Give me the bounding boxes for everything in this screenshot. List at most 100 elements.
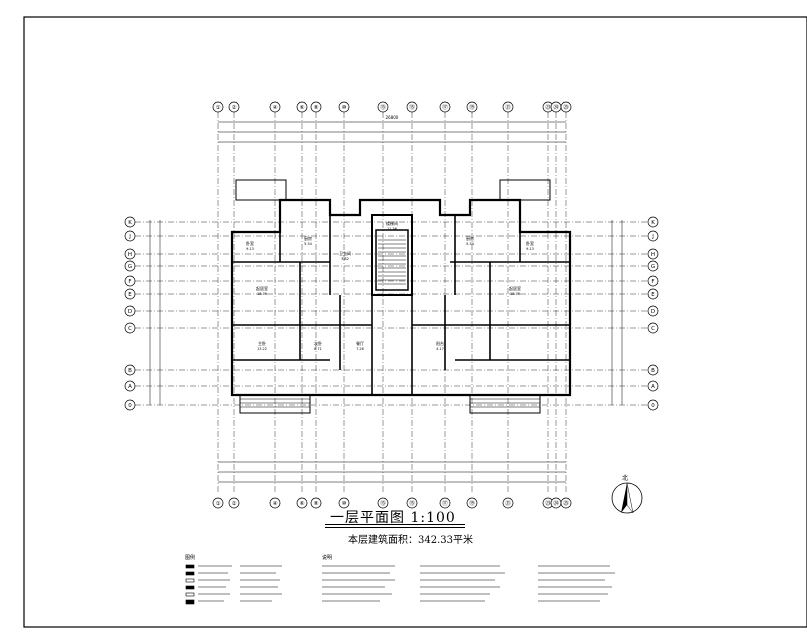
grid-bubble: ② <box>228 497 240 509</box>
grid-bubble: F <box>124 275 136 287</box>
room-name: 卫生间 <box>339 250 351 256</box>
grid-bubble-label: ⑩ <box>342 500 347 507</box>
grid-bubble: ⑰ <box>439 497 451 509</box>
grid-bubble: F <box>647 275 659 287</box>
room-name: 起居室 <box>509 285 521 291</box>
grid-bubble-label: ⑥ <box>300 105 305 111</box>
grid-bubble-label: D <box>128 309 132 315</box>
grid-bubble-label: ① <box>216 501 221 507</box>
room-area: 18.76 <box>510 292 520 296</box>
room-name: 卧室 <box>246 240 254 246</box>
grid-bubble: K <box>124 216 136 228</box>
title-underline-thin <box>325 527 465 528</box>
legend-label: 图例 <box>185 554 195 561</box>
room-area: 13.22 <box>257 347 267 351</box>
grid-bubble-label: A <box>651 384 655 390</box>
grid-bubble-label: ㉕ <box>563 499 569 507</box>
room-name: 阳台 <box>436 340 444 346</box>
grid-bubble: A <box>647 380 659 392</box>
stair-treads <box>378 239 406 285</box>
dimension-lines <box>149 121 623 483</box>
room-area: 7.26 <box>356 347 364 351</box>
grid-bubble-label: G <box>651 264 655 270</box>
room-name: 餐厅 <box>356 340 364 346</box>
grid-bubble-label: ⑲ <box>469 499 475 507</box>
notes-label: 说明 <box>322 554 332 561</box>
grid-bubble-label: E <box>128 292 132 298</box>
room-area: 9.13 <box>246 247 254 251</box>
room-area: 3.82 <box>341 257 349 261</box>
grid-bubble-label: B <box>651 368 655 374</box>
grid-bubble: D <box>647 305 659 317</box>
grid-bubble: ⑩ <box>338 101 350 113</box>
grid-bubble-label: ㉑ <box>505 499 511 507</box>
grid-bubble: ⑲ <box>466 101 478 113</box>
grid-bubble-label: G <box>128 264 132 270</box>
grid-bubble: J <box>124 230 136 242</box>
floor-area-text: 本层建筑面积：342.33平米 <box>348 535 473 546</box>
notes-text-lines <box>198 565 615 602</box>
grid-bubble: C <box>124 322 136 334</box>
grid-bubble-label: ㉔ <box>553 499 559 507</box>
grid-bubble-label: E <box>651 292 655 298</box>
north-compass: 北 <box>611 474 643 514</box>
grid-bubble-label: ㉕ <box>563 103 569 111</box>
grid-bubble-label: ④ <box>273 105 278 111</box>
room-area: 8.71 <box>314 347 322 351</box>
grid-bubble-label: ⑥ <box>300 501 305 507</box>
grid-bubble: ① <box>212 497 224 509</box>
grid-bubble: ㉔ <box>550 101 562 113</box>
grid-bubble: ㉕ <box>560 497 572 509</box>
grid-bubble-label: ⑧ <box>314 105 319 111</box>
grid-lines <box>135 112 648 492</box>
grid-bubble: ② <box>228 101 240 113</box>
grid-bubble: ⑧ <box>310 497 322 509</box>
room-area: 5.34 <box>466 242 475 246</box>
building-walls <box>230 179 572 414</box>
grid-bubble-label: H <box>651 252 655 258</box>
room-name: 主卧 <box>258 340 266 346</box>
grid-bubble-label: 0 <box>128 403 132 409</box>
room-area: 5.34 <box>304 242 313 246</box>
grid-bubble-label: J <box>651 234 654 240</box>
title-underline <box>325 524 465 525</box>
grid-bubble-label: ② <box>232 500 237 507</box>
grid-bubble: ⑩ <box>338 497 350 509</box>
grid-bubble-label: ㉑ <box>505 103 511 111</box>
room-name: 次卧 <box>314 340 322 346</box>
grid-bubble: ① <box>212 101 224 113</box>
room-labels: 卧室9.13起居室18.76厨房5.34卫生间3.82主卧13.22楼梯间11.… <box>246 220 534 351</box>
grid-bubble: 0 <box>124 399 136 411</box>
grid-bubble-label: K <box>128 220 132 226</box>
grid-bubble: B <box>647 364 659 376</box>
grid-bubble: E <box>124 288 136 300</box>
grid-bubble-label: H <box>128 252 132 258</box>
grid-bubble: ⑬ <box>377 497 389 509</box>
grid-bubble-label: ② <box>232 104 237 111</box>
room-area: 9.13 <box>526 247 534 251</box>
grid-bubble: ④ <box>269 497 281 509</box>
grid-bubble-label: K <box>651 220 655 226</box>
grid-bubble-label: ⑩ <box>342 104 347 111</box>
grid-bubble: G <box>647 260 659 272</box>
grid-bubble: ㉑ <box>502 101 514 113</box>
grid-bubble-label: F <box>128 279 131 285</box>
grid-bubble-label: F <box>651 279 654 285</box>
grid-bubble: ⑮ <box>406 101 418 113</box>
grid-bubble-label: ⑰ <box>442 499 448 507</box>
compass-label: 北 <box>622 474 628 482</box>
room-area: 4.17 <box>436 347 444 351</box>
grid-bubble: ⑥ <box>296 497 308 509</box>
room-area: 11.56 <box>387 227 397 231</box>
grid-bubble: G <box>124 260 136 272</box>
room-name: 楼梯间 <box>386 220 398 226</box>
grid-bubble-label: 0 <box>651 403 655 409</box>
grid-bubble: B <box>124 364 136 376</box>
grid-bubble-label: ⑮ <box>409 499 415 507</box>
sheet-border <box>23 16 807 628</box>
grid-bubble: ㉕ <box>560 101 572 113</box>
